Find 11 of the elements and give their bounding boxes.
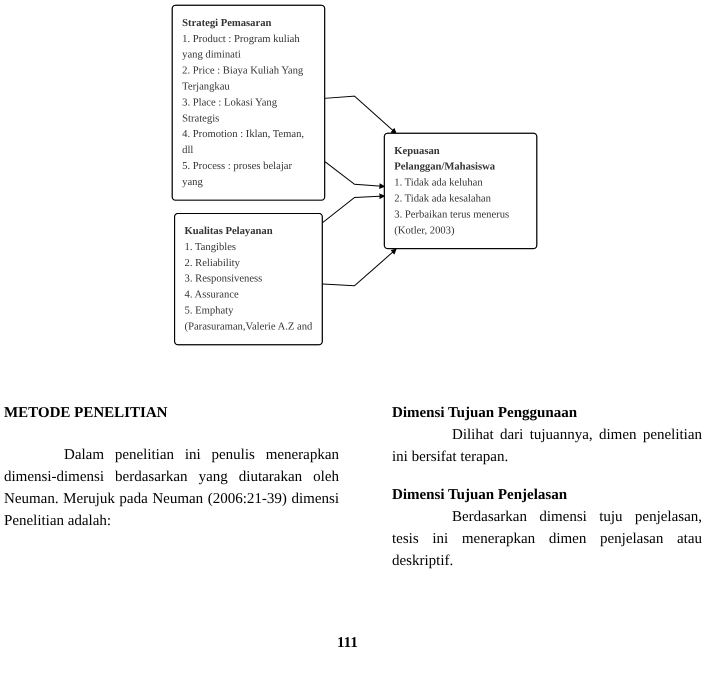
- section-heading: Dimensi Tujuan Penjelasan: [392, 486, 568, 505]
- arrow: [324, 96, 397, 134]
- paragraph: Dilihat dari tujuannya, dimen penelitian ini bersifat terapan.: [392, 426, 702, 467]
- section-heading: METODE PENELITIAN: [4, 404, 169, 423]
- section-heading: Dimensi Tujuan Penggunaan: [392, 404, 578, 423]
- arrow: [322, 193, 385, 224]
- paragraph: Dalam penelitian ini penulis menerapkan dimensi-dimensi berdasarkan yang diutarakan oleh Neuman. Merujuk pada Neuman (2006:21-39) dimensi Penelitian adalah:: [4, 446, 339, 531]
- arrow: [324, 161, 385, 189]
- paragraph: Berdasarkan dimensi tuju penjelasan, tesis ini menerapkan dimen penjelasan atau deskriptif.: [392, 508, 702, 571]
- page-number: 111: [337, 634, 359, 653]
- arrow: [322, 248, 397, 286]
